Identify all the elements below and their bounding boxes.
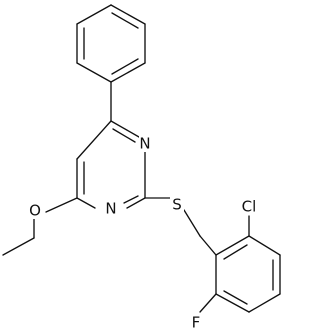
o-label-background bbox=[28, 203, 42, 219]
phenyl-bond bbox=[76, 4, 112, 25]
n-lower-label-background bbox=[104, 201, 117, 217]
halophenyl-bond bbox=[248, 235, 281, 256]
pyrimidine-inner-double-bond bbox=[123, 195, 139, 204]
nitrogen-upper-label: N bbox=[139, 135, 150, 153]
ethoxy-group bbox=[2, 197, 78, 256]
n-upper-label-background bbox=[139, 136, 152, 152]
s-bond bbox=[183, 209, 201, 237]
halophenyl-ring bbox=[215, 235, 281, 313]
phenyl-bond bbox=[110, 62, 146, 83]
halophenyl-inner-double-bond bbox=[223, 244, 248, 260]
pyrimidine-bond bbox=[126, 197, 146, 209]
pyrimidine-inner-double-bond bbox=[112, 128, 136, 143]
halophenyl-inner-double-bond bbox=[223, 290, 248, 305]
fluorine-label: F bbox=[192, 314, 201, 331]
nitrogen-lower-label: N bbox=[105, 200, 116, 218]
ethoxy-bond bbox=[2, 237, 35, 256]
pyrimidine-ring bbox=[76, 120, 146, 209]
pyrimidine-bond bbox=[76, 120, 112, 160]
halophenyl-bond bbox=[248, 293, 281, 313]
phenyl-ring bbox=[76, 4, 146, 83]
thioether-linkage bbox=[144, 197, 217, 256]
pyrimidine-bond bbox=[76, 197, 96, 209]
phenyl-inner-double-bond bbox=[111, 12, 139, 29]
phenyl-inner-double-bond bbox=[111, 58, 139, 75]
cl-label-background bbox=[239, 198, 259, 215]
fluoro-bond bbox=[199, 293, 217, 313]
halophenyl-bond bbox=[215, 293, 250, 313]
chlorine-label: Cl bbox=[242, 198, 257, 216]
phenyl-bond bbox=[110, 4, 146, 25]
halophenyl-bond bbox=[215, 235, 250, 256]
molecule-diagram: N N S O Cl F bbox=[2, 4, 281, 331]
oxygen-label: O bbox=[29, 202, 41, 220]
pyrimidine-bond bbox=[110, 120, 140, 138]
phenyl-bond bbox=[76, 62, 112, 83]
f-label-background bbox=[190, 315, 202, 331]
sulfur-label: S bbox=[172, 196, 182, 214]
benzyl-bond bbox=[199, 235, 217, 256]
s-label-background bbox=[170, 197, 184, 213]
chemical-structure: N N S O Cl F bbox=[2, 4, 281, 331]
ethoxy-bond bbox=[45, 197, 78, 213]
